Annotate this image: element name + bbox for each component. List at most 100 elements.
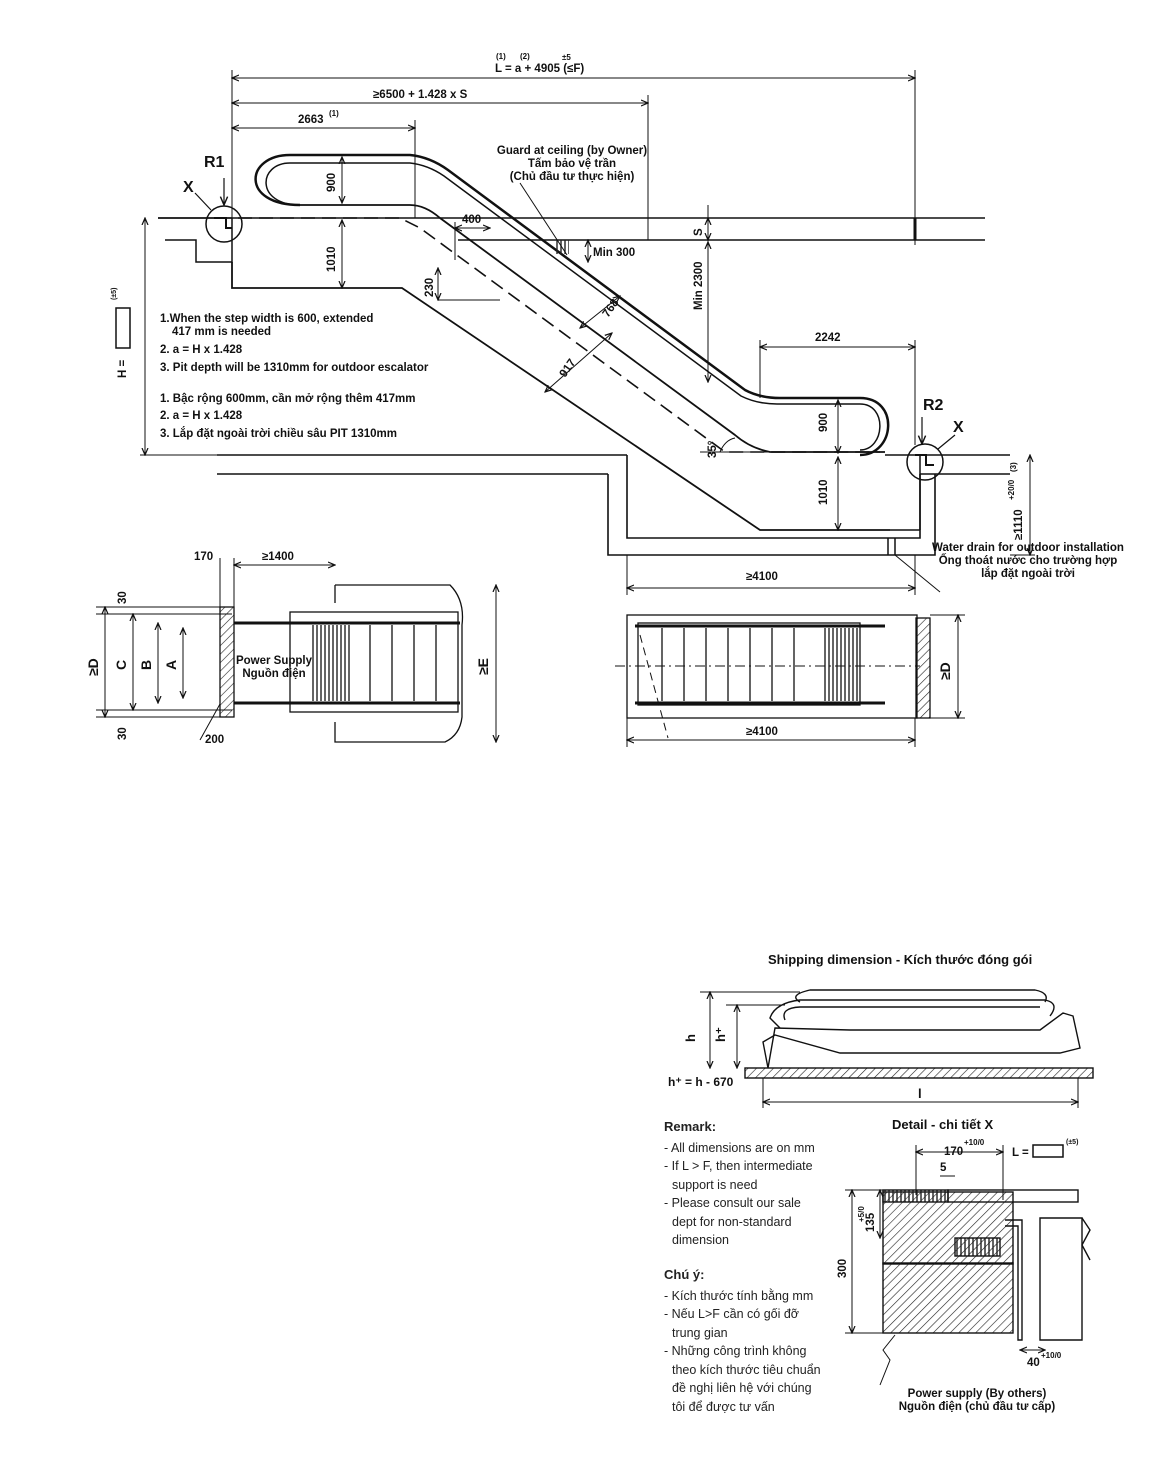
remark-item: - All dimensions are on mm [664, 1140, 815, 1155]
note-vi-3: 3. Lắp đặt ngoài trời chiều sâu PIT 1310… [160, 427, 397, 440]
shipping-title: Shipping dimension - Kích thước đóng gói [768, 952, 1033, 967]
dim-1010-top: 1010 [326, 246, 338, 272]
len-2663-sup: (1) [329, 109, 339, 118]
L-sup2: (2) [520, 52, 530, 61]
detail-L-box [1032, 1144, 1064, 1158]
chuy-title: Chú ý: [664, 1267, 705, 1282]
dim-1110-tol: +20/0 [1007, 479, 1016, 500]
detail-170-tol: +10/0 [964, 1138, 985, 1147]
detail-135-tol: +5/0 [857, 1206, 866, 1222]
detail-40-tol: +10/0 [1041, 1351, 1062, 1360]
remark-block: Remark: - All dimensions are on mm - If … [664, 1118, 815, 1250]
dim-900-top: 900 [326, 173, 338, 192]
len-6500: ≥6500 + 1.428 x S [373, 89, 468, 101]
detail-40: 40 [1027, 1357, 1040, 1369]
dim-400: 400 [462, 214, 481, 226]
chuy-item: tôi để được tư vấn [672, 1399, 775, 1414]
note-vi-2: 2. a = H x 1.428 [160, 410, 243, 422]
ship-hplus-eq: h⁺ = h - 670 [668, 1075, 734, 1089]
plan-dim-E: ≥E [475, 658, 491, 675]
handrail [254, 153, 890, 457]
dim-min2300: Min 2300 [693, 261, 705, 310]
detail-power-en: Power supply (By others) [908, 1388, 1047, 1400]
detail-5: 5 [940, 1162, 947, 1174]
plan-right-D: ≥D [937, 662, 953, 680]
detail-power-vi: Nguồn điện (chủ đầu tư cấp) [899, 1401, 1056, 1413]
detail-title: Detail - chi tiết X [892, 1117, 994, 1132]
remark-item: dimension [672, 1233, 729, 1247]
dim-2242: 2242 [815, 332, 841, 344]
R2-label: R2 [923, 397, 944, 414]
shipping-drawing [700, 989, 1094, 1108]
chuy-block: Chú ý: - Kích thước tính bằng mm - Nếu L… [664, 1266, 821, 1416]
R1-label: R1 [204, 154, 225, 171]
detail-170: 170 [944, 1146, 963, 1158]
drain-line-3: lắp đặt ngoài trời [981, 567, 1075, 580]
dim-4100-side: ≥4100 [746, 571, 778, 583]
side-elevation [158, 153, 1010, 556]
guard-line-3: (Chủ đầu tư thực hiện) [510, 171, 635, 183]
L-tol: ±5 [562, 53, 571, 62]
plan-dim-1400: ≥1400 [262, 551, 294, 563]
remark-item: - If L > F, then intermediate [664, 1159, 813, 1173]
chuy-item: đề nghị liên hệ với chúng [672, 1381, 812, 1395]
H-tol: (±5) [111, 288, 118, 300]
plan-right [615, 615, 965, 747]
remark-item: - Please consult our sale [664, 1196, 801, 1210]
truss-outline [231, 262, 890, 531]
note-en-1: 1.When the step width is 600, extended [160, 313, 373, 325]
power-supply-vi: Nguồn điện [242, 668, 305, 680]
plan-dim-D: ≥D [85, 658, 101, 676]
plan-right-4100: ≥4100 [746, 726, 778, 738]
dim-S: S [693, 228, 705, 236]
L-sup1: (1) [496, 52, 506, 61]
remark-item: dept for non-standard [672, 1214, 792, 1229]
dim-917: 917 [558, 357, 579, 380]
note-vi-1: 1. Bậc rộng 600mm, cần mở rộng thêm 417m… [160, 393, 416, 405]
H-label: H = [117, 360, 129, 379]
chuy-item: - Nếu L>F cần có gối đỡ [664, 1307, 800, 1321]
dimension-lines [140, 70, 1035, 595]
chuy-item: trung gian [672, 1325, 728, 1340]
note-en-3: 3. Pit depth will be 1310mm for outdoor … [160, 362, 429, 374]
power-supply-en: Power Supply [236, 655, 313, 667]
dim-min300: Min 300 [593, 247, 635, 259]
chuy-item: theo kích thước tiêu chuẩn [672, 1362, 821, 1377]
detail-x-drawing [845, 1145, 1091, 1386]
dim-1010-bottom: 1010 [818, 479, 830, 505]
note-en-1b: 417 mm is needed [172, 326, 271, 338]
dim-768: 768 [601, 297, 622, 320]
plan-dim-200: 200 [205, 734, 224, 746]
dim-230: 230 [424, 278, 436, 297]
plan-dim-30-bottom: 30 [117, 727, 129, 740]
L-formula: L = a + 4905 (≤F) [495, 63, 584, 75]
chuy-item: - Kích thước tính bằng mm [664, 1288, 814, 1303]
detail-300: 300 [837, 1259, 849, 1278]
remark-item: support is need [672, 1177, 758, 1192]
detail-x-circle-upper [205, 205, 243, 243]
detail-135: 135 [865, 1212, 877, 1232]
plan-dim-170: 170 [194, 551, 213, 563]
plan-left [96, 558, 496, 742]
remark-title: Remark: [664, 1119, 717, 1134]
detail-L-eq: L = [1012, 1147, 1029, 1159]
pit-outline [626, 455, 921, 539]
ship-l: l [918, 1086, 922, 1101]
X-label-upper: X [183, 179, 194, 196]
drain-line-1: Water drain for outdoor installation [932, 542, 1124, 554]
ship-h: h [683, 1034, 698, 1042]
len-2663: 2663 [298, 114, 324, 126]
drain-line-2: Ống thoát nước cho trường hợp [939, 553, 1118, 567]
H-value-box [115, 307, 131, 349]
plan-dim-C: C [113, 660, 129, 670]
detail-L-tol: (±5) [1066, 1139, 1078, 1146]
dim-1110-sup: (3) [1009, 462, 1018, 472]
plan-dim-30-top: 30 [117, 591, 129, 604]
plan-dim-A: A [163, 660, 179, 670]
guard-line-1: Guard at ceiling (by Owner) [497, 145, 647, 157]
note-en-2: 2. a = H x 1.428 [160, 344, 243, 356]
X-label-lower: X [953, 419, 964, 436]
escalator-plan [289, 611, 459, 713]
dim-1110: ≥1110 [1013, 509, 1025, 540]
